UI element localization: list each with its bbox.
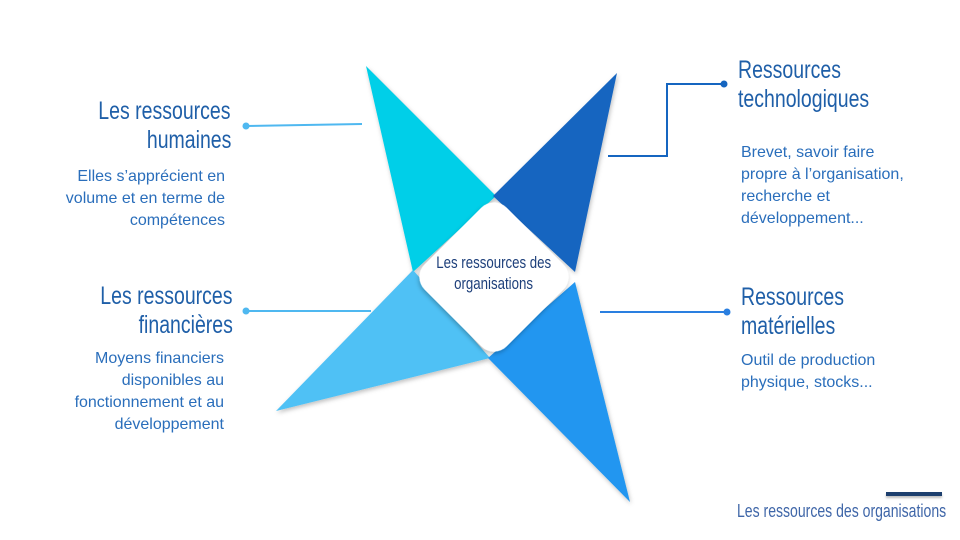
- desc-line: Brevet, savoir faire: [741, 144, 875, 161]
- connector-humaines: [242, 122, 363, 130]
- center-diamond: [419, 202, 569, 352]
- desc-line: développement...: [741, 210, 864, 227]
- connector-financieres: [242, 307, 371, 315]
- title-line: Ressources: [738, 56, 841, 84]
- connector-technologiques: [608, 80, 728, 157]
- connector-materielles: [600, 308, 731, 316]
- desc-line: Outil de production: [741, 352, 876, 369]
- desc-line: disponibles au: [121, 372, 224, 389]
- footer: Les ressources des organisations: [678, 501, 946, 522]
- star-arm-technologiques: [493, 73, 617, 272]
- center-label-line1: Les ressources des: [436, 253, 552, 272]
- desc-line: développement: [114, 416, 224, 433]
- title-humaines: Les ressources humaines: [61, 97, 231, 155]
- desc-humaines: Elles s’apprécient en volume et en terme…: [66, 166, 225, 232]
- title-line: Les ressources: [100, 282, 233, 310]
- star-arm-materielles: [488, 282, 630, 502]
- title-financieres: Les ressources financières: [63, 282, 233, 340]
- footer-text: Les ressources des organisations: [736, 501, 946, 521]
- star-arm-financieres: [276, 270, 490, 411]
- title-line: financières: [138, 311, 233, 339]
- center-label: Les ressources des organisations: [414, 252, 574, 294]
- footer-accent-bar: [886, 492, 942, 496]
- title-line: humaines: [146, 126, 231, 154]
- desc-line: Moyens financiers: [95, 350, 224, 367]
- title-technologiques: Ressources technologiques: [738, 56, 906, 114]
- desc-financieres: Moyens financiers disponibles au fonctio…: [75, 348, 224, 436]
- desc-technologiques: Brevet, savoir faire propre à l’organisa…: [741, 142, 904, 230]
- title-line: technologiques: [738, 85, 870, 113]
- title-line: Les ressources: [98, 97, 231, 125]
- desc-line: physique, stocks...: [741, 374, 873, 391]
- star-arm-humaines: [366, 66, 496, 272]
- title-materielles: Ressources matérielles: [741, 283, 873, 341]
- desc-line: recherche et: [741, 188, 830, 205]
- desc-line: propre à l’organisation,: [741, 166, 904, 183]
- desc-line: compétences: [129, 212, 225, 229]
- desc-line: Elles s’apprécient en: [77, 168, 225, 185]
- desc-line: volume et en terme de: [65, 190, 225, 207]
- desc-materielles: Outil de production physique, stocks...: [741, 350, 875, 394]
- title-line: Ressources: [741, 283, 844, 311]
- title-line: matérielles: [741, 312, 836, 340]
- center-label-line2: organisations: [454, 274, 534, 293]
- desc-line: fonctionnement et au: [74, 394, 224, 411]
